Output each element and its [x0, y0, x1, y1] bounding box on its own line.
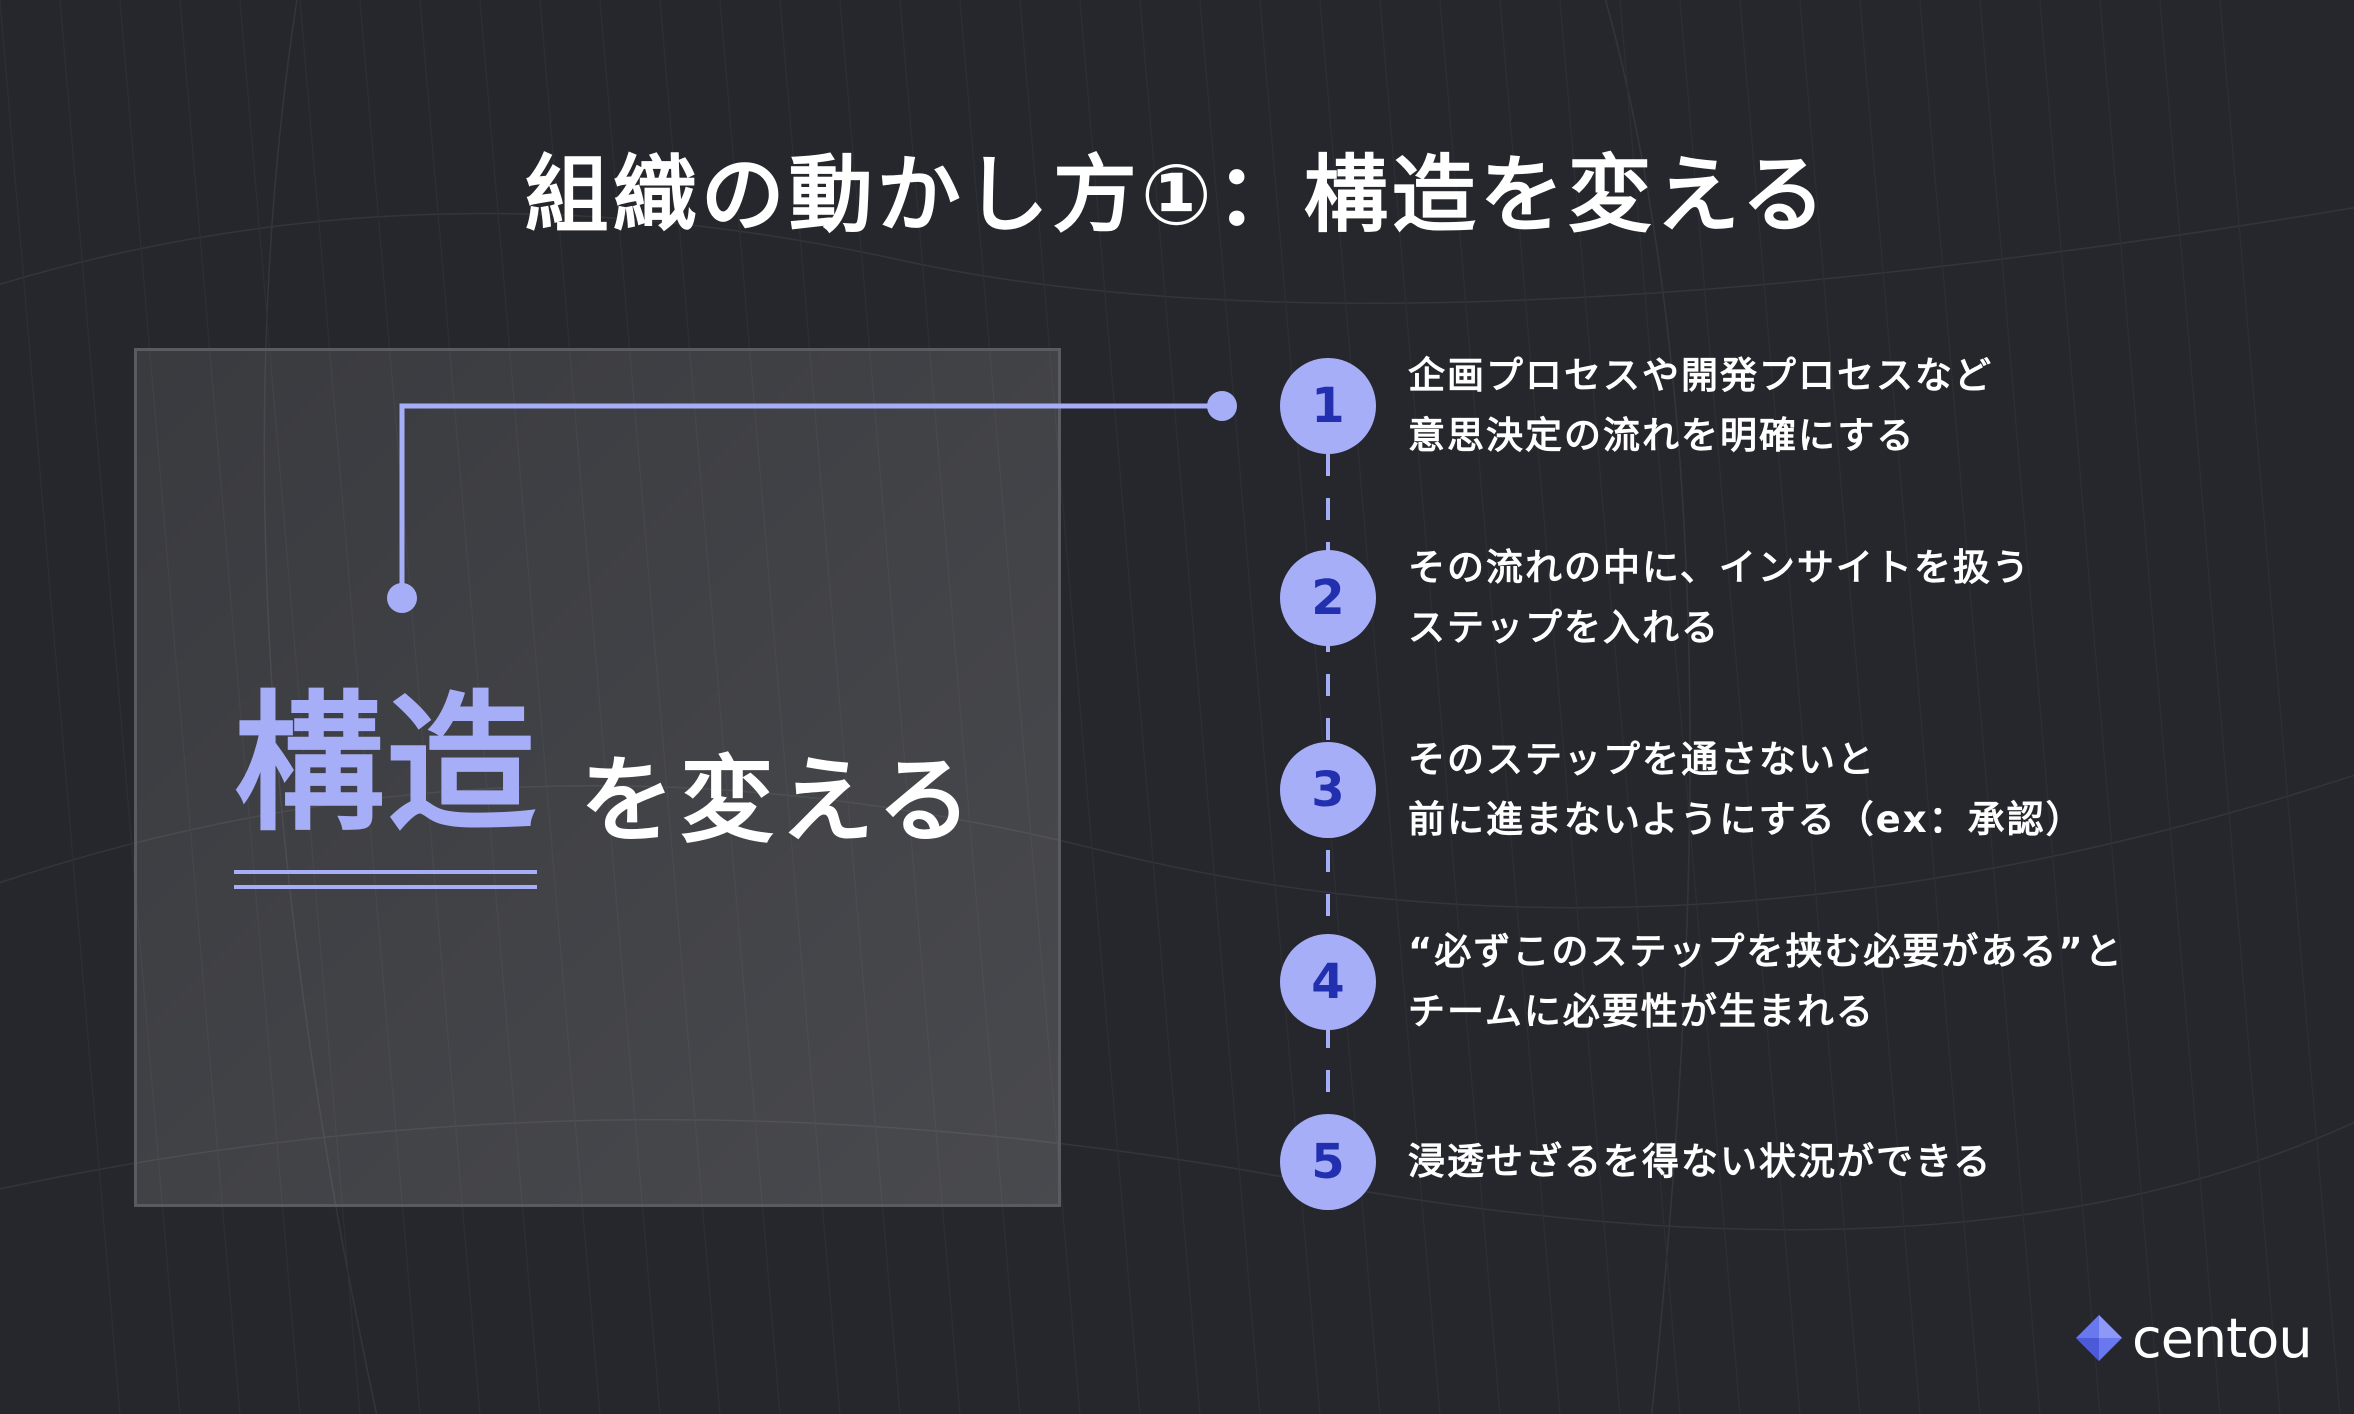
step-3-line-1: そのステップを通さないと	[1408, 738, 1876, 781]
step-number-5: 5	[1280, 1114, 1376, 1210]
step-text-4: “必ずこのステップを挟む必要がある”と チームに必要性が生まれる	[1408, 922, 2124, 1042]
panel-rest-text: を変える	[580, 747, 978, 856]
diamond-logo-icon	[2076, 1315, 2122, 1361]
step-number-2: 2	[1280, 550, 1376, 646]
step-5-line-1: 浸透せざるを得ない状況ができる	[1408, 1140, 1993, 1183]
step-1-line-2: 意思決定の流れを明確にする	[1408, 414, 1916, 457]
page-title: 組織の動かし方①：構造を変える	[524, 146, 1830, 244]
highlight-underline-bottom	[234, 885, 537, 889]
highlight-word: 構造	[234, 678, 539, 852]
step-2-line-2: ステップを入れる	[1408, 606, 1720, 649]
step-text-5: 浸透せざるを得ない状況ができる	[1408, 1132, 1992, 1192]
step-1-line-1: 企画プロセスや開発プロセスなど	[1408, 354, 1993, 397]
step-number-4: 4	[1280, 934, 1376, 1030]
step-text-1: 企画プロセスや開発プロセスなど 意思決定の流れを明確にする	[1408, 346, 1993, 466]
centou-logo: centou	[2074, 1306, 2313, 1370]
step-3-line-2: 前に進まないようにする（ex：承認）	[1408, 798, 2085, 841]
step-number-1: 1	[1280, 358, 1376, 454]
step-4-line-2: チームに必要性が生まれる	[1408, 990, 1875, 1033]
highlight-underline-top	[234, 870, 537, 874]
step-text-2: その流れの中に、インサイトを扱う ステップを入れる	[1408, 538, 2031, 658]
step-number-3: 3	[1280, 742, 1376, 838]
step-2-line-1: その流れの中に、インサイトを扱う	[1408, 546, 2031, 589]
logo-text: centou	[2132, 1306, 2313, 1370]
step-4-line-1: “必ずこのステップを挟む必要がある”と	[1408, 930, 2124, 973]
step-text-3: そのステップを通さないと 前に進まないようにする（ex：承認）	[1408, 730, 2085, 850]
